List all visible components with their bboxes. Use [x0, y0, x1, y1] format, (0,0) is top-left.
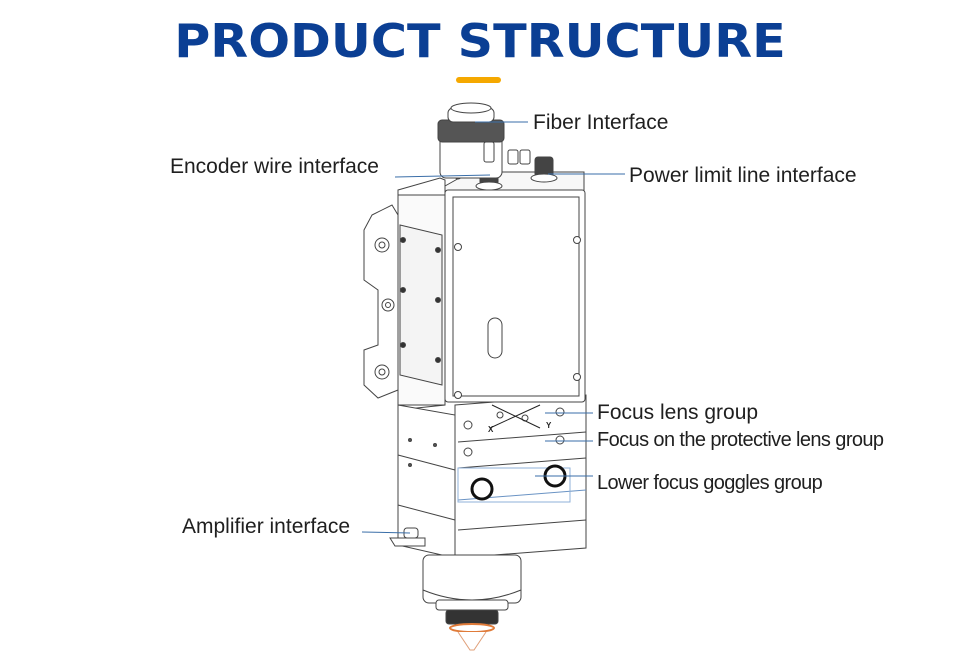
label-amplifier-interface: Amplifier interface [182, 515, 351, 538]
label-fiber-interface: Fiber Interface [533, 111, 669, 134]
fiber-connector [437, 102, 505, 179]
label-encoder-wire-interface: Encoder wire interface [170, 155, 379, 178]
page-title: PRODUCT STRUCTURE [174, 14, 786, 68]
front-stack [389, 394, 587, 559]
axis-x-label: X [488, 425, 494, 434]
label-power-limit-line-interface: Power limit line interface [629, 164, 857, 187]
control-box [444, 171, 586, 403]
label-focus-lens-group: Focus lens group [597, 401, 759, 424]
label-focus-protective-lens-group: Focus on the protective lens group [597, 429, 884, 451]
side-mounting-bracket [363, 204, 399, 399]
main-housing [397, 177, 456, 559]
leader-encoder-wire [394, 174, 491, 178]
leader-lines [361, 121, 625, 534]
axis-y-label: Y [546, 421, 552, 430]
nozzle-assembly [422, 554, 522, 651]
title-underline [456, 77, 501, 83]
label-lower-focus-goggles-group: Lower focus goggles group [597, 472, 823, 494]
leader-amplifier [361, 531, 411, 534]
